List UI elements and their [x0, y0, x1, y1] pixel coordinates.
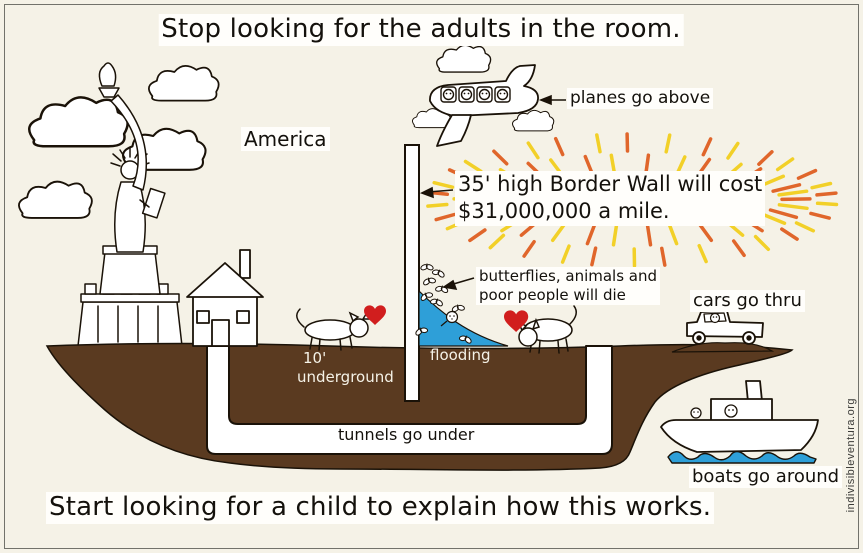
- cloud-icon: [435, 44, 492, 73]
- tunnel-drawing: [206, 345, 613, 455]
- passenger-face: [690, 407, 702, 419]
- butterflies-warning-label: butterflies, animals and poor people wil…: [476, 267, 661, 305]
- cars-go-thru-label: cars go thru: [690, 290, 805, 312]
- boats-go-around-label: boats go around: [689, 466, 843, 488]
- passenger-face: [724, 404, 738, 418]
- arrow-icon: [538, 94, 566, 106]
- watermark-url: indivisibleventura.org: [845, 398, 857, 513]
- house-icon: [186, 249, 264, 347]
- boat-cabin: [710, 398, 773, 423]
- america-label: America: [241, 127, 330, 152]
- flooding-label: flooding: [430, 346, 491, 364]
- boat-icon: [660, 380, 819, 464]
- underground-label: underground: [297, 368, 394, 386]
- left-cat-icon: [296, 308, 370, 351]
- arrow-icon: [419, 186, 454, 199]
- top-title: Stop looking for the adults in the room.: [158, 14, 684, 46]
- tunnels-go-under-label: tunnels go under: [338, 425, 475, 444]
- planes-go-above-label: planes go above: [567, 88, 714, 109]
- arrows-group: [419, 94, 566, 291]
- water-waves: [667, 450, 817, 464]
- butterflies-warning-line2: poor people will die: [479, 285, 626, 304]
- cloud-icon: [27, 96, 129, 148]
- arrow-icon: [441, 277, 475, 291]
- heart-icon: [364, 305, 386, 325]
- cloud-icon: [148, 65, 220, 102]
- statue-of-liberty-drawing: [77, 62, 183, 347]
- border-wall-drawing: [404, 144, 420, 402]
- butterfly-icon: [421, 275, 438, 288]
- pickup-truck-icon: [686, 310, 764, 345]
- ground-mound: [671, 342, 775, 353]
- wall-cost-line2: $31,000,000 a mile.: [458, 199, 670, 224]
- window: [236, 310, 250, 324]
- underground-depth-label: 10': [303, 349, 327, 367]
- butterflies-warning-line1: butterflies, animals and: [479, 267, 658, 285]
- window: [196, 310, 210, 324]
- door: [211, 319, 230, 347]
- butterfly-icon: [450, 302, 467, 314]
- drowning-person-icon: [440, 310, 459, 327]
- cloud-icon: [18, 180, 93, 219]
- butterfly-icon: [419, 263, 435, 272]
- airplane-icon: [429, 64, 539, 147]
- chimney: [239, 249, 251, 279]
- wall-cost-label: 35' high Border Wall will cost $31,000,0…: [455, 171, 766, 226]
- bottom-title: Start looking for a child to explain how…: [46, 492, 715, 524]
- driver-face: [709, 312, 721, 324]
- wall-cost-line1: 35' high Border Wall will cost: [458, 172, 763, 196]
